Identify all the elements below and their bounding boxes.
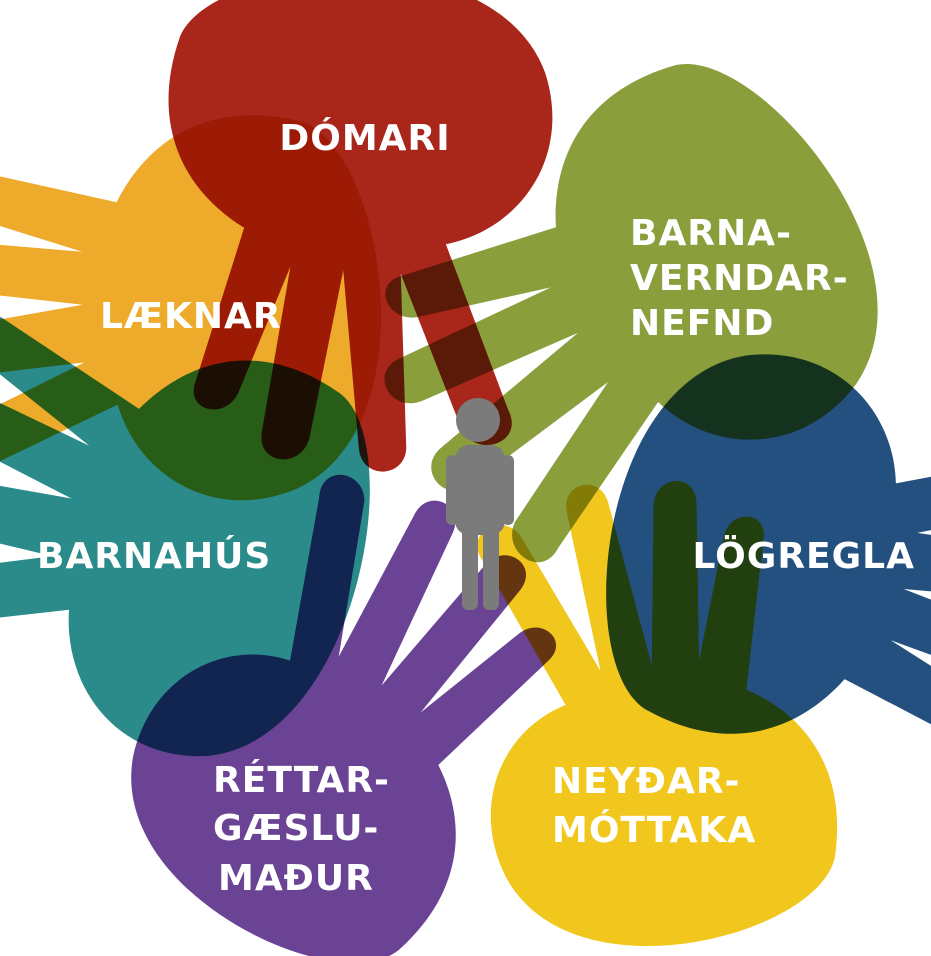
label-neydarmottaka-line-1: NEYÐAR- [552, 761, 740, 802]
child-leg-right [483, 525, 499, 610]
label-barnaverndarnefnd: BARNA- VERNDAR- NEFND [630, 213, 862, 344]
label-rettargaeslumadur: RÉTTAR- GÆSLU- MAÐUR [213, 759, 404, 899]
child-head [456, 398, 500, 442]
label-rettargaeslumadur-line-2: GÆSLU- [213, 808, 379, 849]
child-leg-left [462, 525, 478, 610]
label-domari: DÓMARI [279, 117, 450, 159]
label-neydarmottaka: NEYÐAR- MÓTTAKA [552, 761, 756, 851]
label-barnaverndarnefnd-line-3: NEFND [630, 303, 774, 344]
label-barnaverndarnefnd-line-1: BARNA- [630, 213, 792, 254]
label-barnaverndarnefnd-line-2: VERNDAR- [630, 258, 849, 299]
label-barnahus: BARNAHÚS [37, 535, 271, 577]
child-arm-left [446, 455, 458, 525]
label-rettargaeslumadur-line-1: RÉTTAR- [213, 759, 390, 801]
label-logregla: LÖGREGLA [693, 535, 915, 577]
child-figure [446, 398, 514, 610]
child-body [455, 445, 505, 535]
child-arm-right [502, 455, 514, 525]
label-rettargaeslumadur-line-3: MAÐUR [218, 858, 374, 899]
label-laeknar: LÆKNAR [100, 296, 282, 337]
label-neydarmottaka-line-2: MÓTTAKA [552, 809, 756, 851]
